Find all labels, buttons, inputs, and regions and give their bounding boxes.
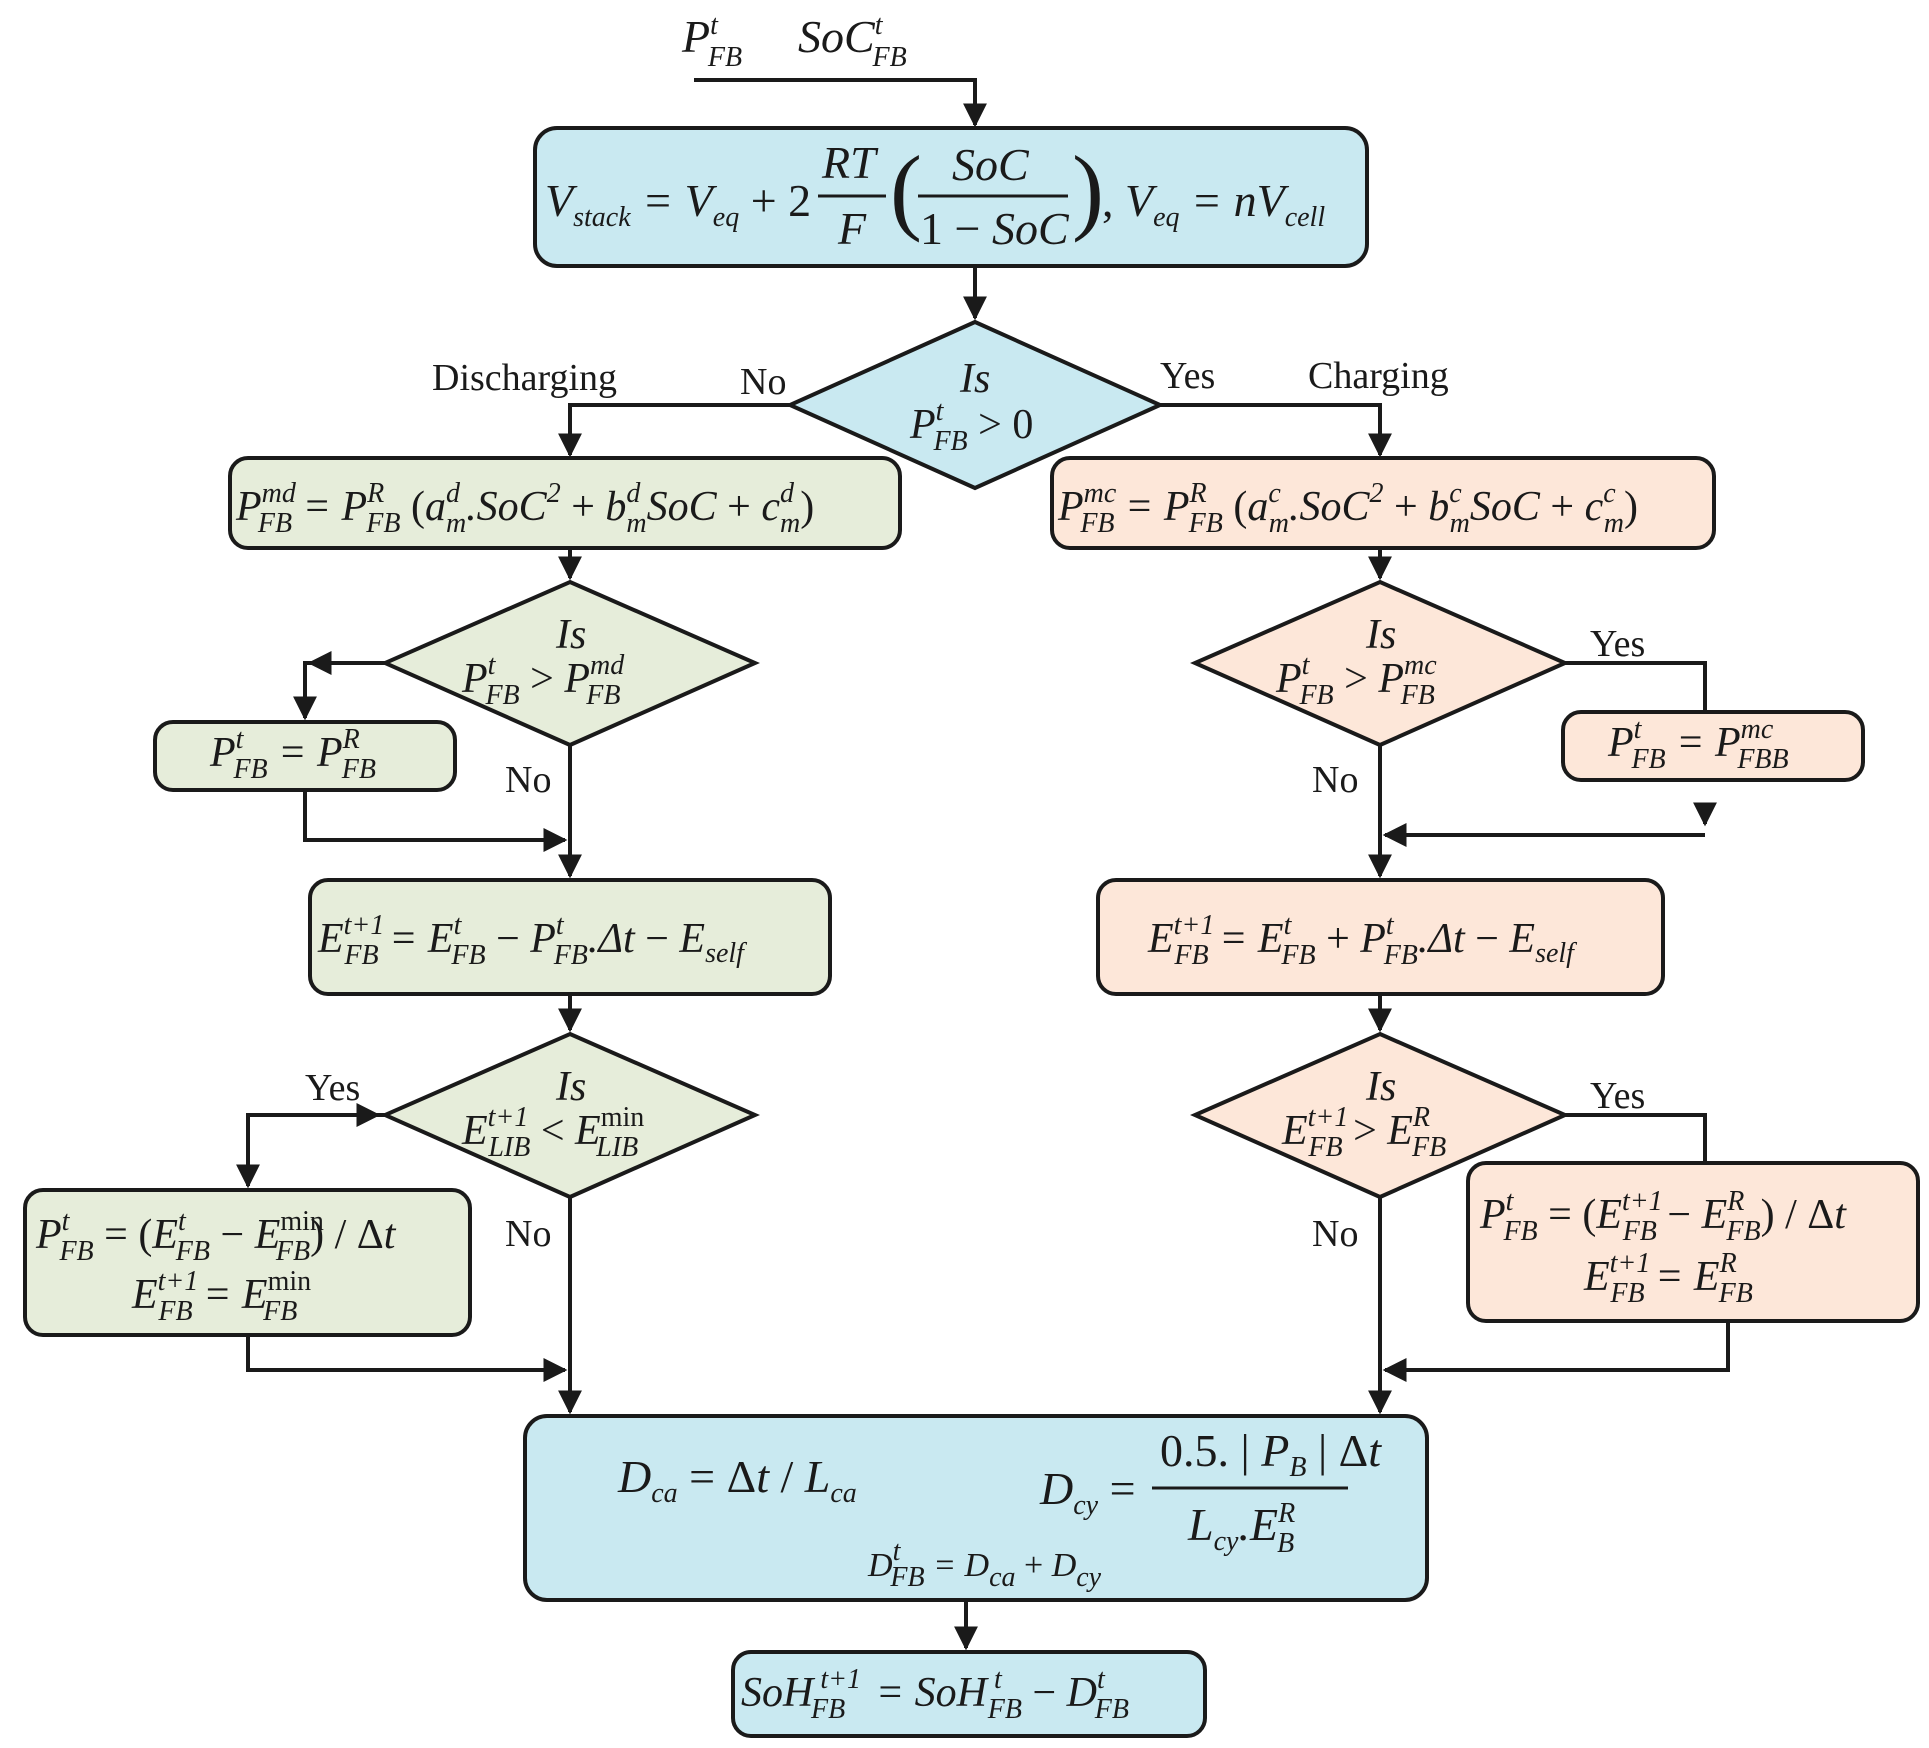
decision-power-positive: [785, 319, 1165, 491]
decision3-right-yes-label: Yes: [1590, 1075, 1645, 1117]
rt-numerator: RT: [821, 137, 879, 188]
line-to-rated-energy-box: [1565, 1113, 1707, 1163]
soc-denominator: 1 − SoC: [920, 203, 1070, 254]
max-charge-power-box: [1050, 456, 1716, 550]
decision3-left-no-label: No: [505, 1213, 551, 1255]
charging-label: Charging: [1308, 355, 1449, 397]
soc-numerator: SoC: [952, 139, 1030, 190]
paren-close: ): [1072, 136, 1104, 243]
decision1-is: Is: [959, 356, 990, 402]
decision3-right-no-label: No: [1312, 1213, 1358, 1255]
arrow-to-charge-branch: [1160, 403, 1392, 458]
decision2-right-no-label: No: [1312, 759, 1358, 801]
calendar-degradation-equation: Dca = Δt / Lca: [617, 1451, 857, 1509]
input-arrow: [694, 78, 987, 128]
decision3-left-yes-label: Yes: [305, 1067, 360, 1109]
decision2-right-is: Is: [1365, 612, 1396, 658]
cycle-degradation-numerator: 0.5. | PB | Δt: [1160, 1425, 1382, 1483]
paren-open: (: [890, 136, 922, 243]
decision2-left-no-label: No: [505, 759, 551, 801]
discharging-label: Discharging: [432, 357, 617, 399]
f-denominator: F: [837, 203, 867, 254]
clamp-charge-box: [1561, 710, 1865, 782]
arrow-min-energy-merge: [246, 1335, 568, 1382]
arrow-to-min-energy-box: [236, 1113, 385, 1189]
decision1-no-label: No: [740, 361, 786, 403]
rated-energy-box: [1466, 1161, 1920, 1323]
veq-equation: , Veq = nVcell: [1102, 175, 1325, 233]
soh-box: [731, 1650, 1207, 1738]
decision2-right-yes-label: Yes: [1590, 623, 1645, 665]
max-discharge-power-box: [228, 456, 902, 550]
arrow-rated-energy-merge: [1382, 1321, 1730, 1382]
arrow-clamp-left-merge: [303, 790, 568, 852]
decision3-right-is: Is: [1365, 1064, 1396, 1110]
arrow-to-discharge-branch: [558, 403, 790, 458]
decision1-yes-label: Yes: [1160, 355, 1215, 397]
decision3-left-is: Is: [555, 1064, 586, 1110]
decision2-left-is: Is: [555, 612, 586, 658]
degradation-box: [523, 1414, 1429, 1602]
arrow-to-clamp-left: [293, 661, 385, 721]
